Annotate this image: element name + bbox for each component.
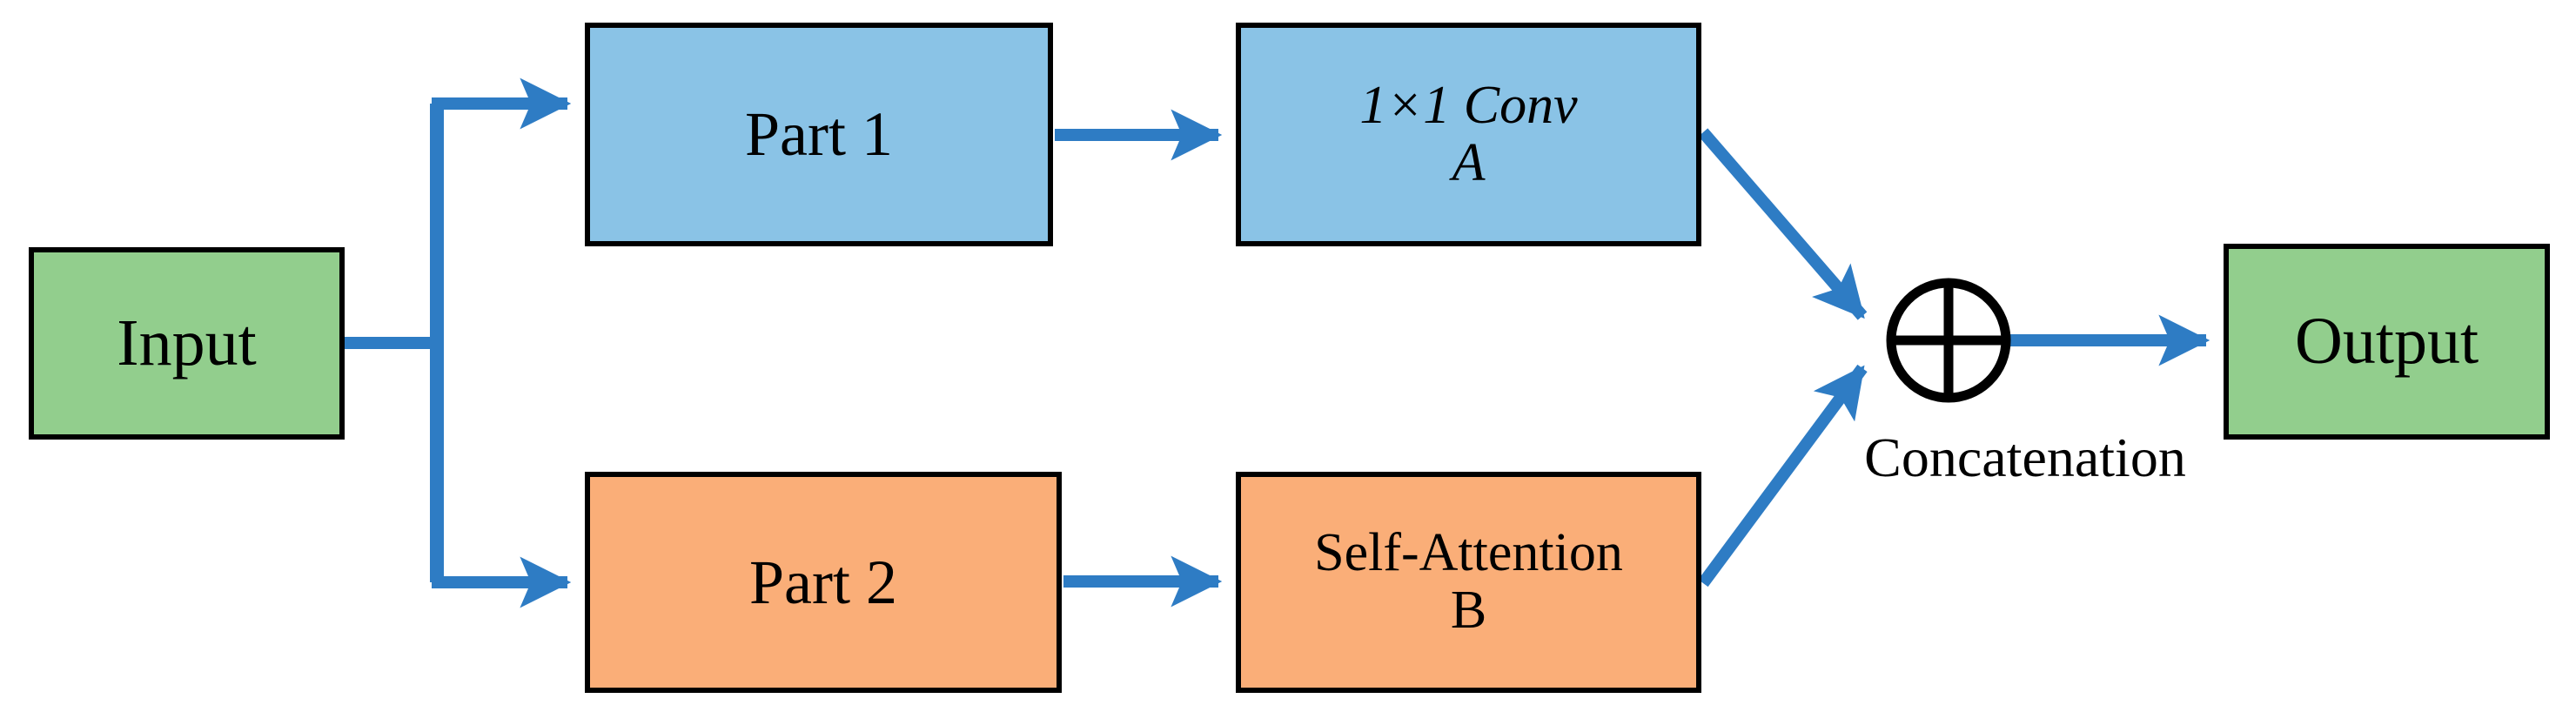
node-output[interactable]: Output: [2224, 244, 2550, 440]
concatenation-circle-cross-icon[interactable]: [1885, 277, 2012, 404]
node-part1-label: Part 1: [745, 99, 893, 170]
node-input-label: Input: [117, 306, 257, 380]
node-self-attention-b-line1: Self-Attention: [1314, 523, 1623, 583]
node-part2[interactable]: Part 2: [585, 472, 1062, 693]
edge-conv-to-concat: [1698, 128, 1868, 320]
node-input[interactable]: Input: [29, 247, 345, 440]
node-self-attention-b[interactable]: Self-Attention B: [1236, 472, 1701, 693]
node-output-label: Output: [2294, 305, 2479, 379]
node-conv-a-line2: A: [1452, 132, 1486, 192]
node-part1[interactable]: Part 1: [585, 23, 1053, 246]
node-self-attention-b-line2: B: [1450, 581, 1487, 640]
node-conv-a-line1: 1×1 Conv: [1359, 75, 1578, 135]
node-conv-a[interactable]: 1×1 Conv A: [1236, 23, 1701, 246]
concatenation-label: Concatenation: [1864, 427, 2186, 488]
node-part2-label: Part 2: [749, 547, 897, 617]
